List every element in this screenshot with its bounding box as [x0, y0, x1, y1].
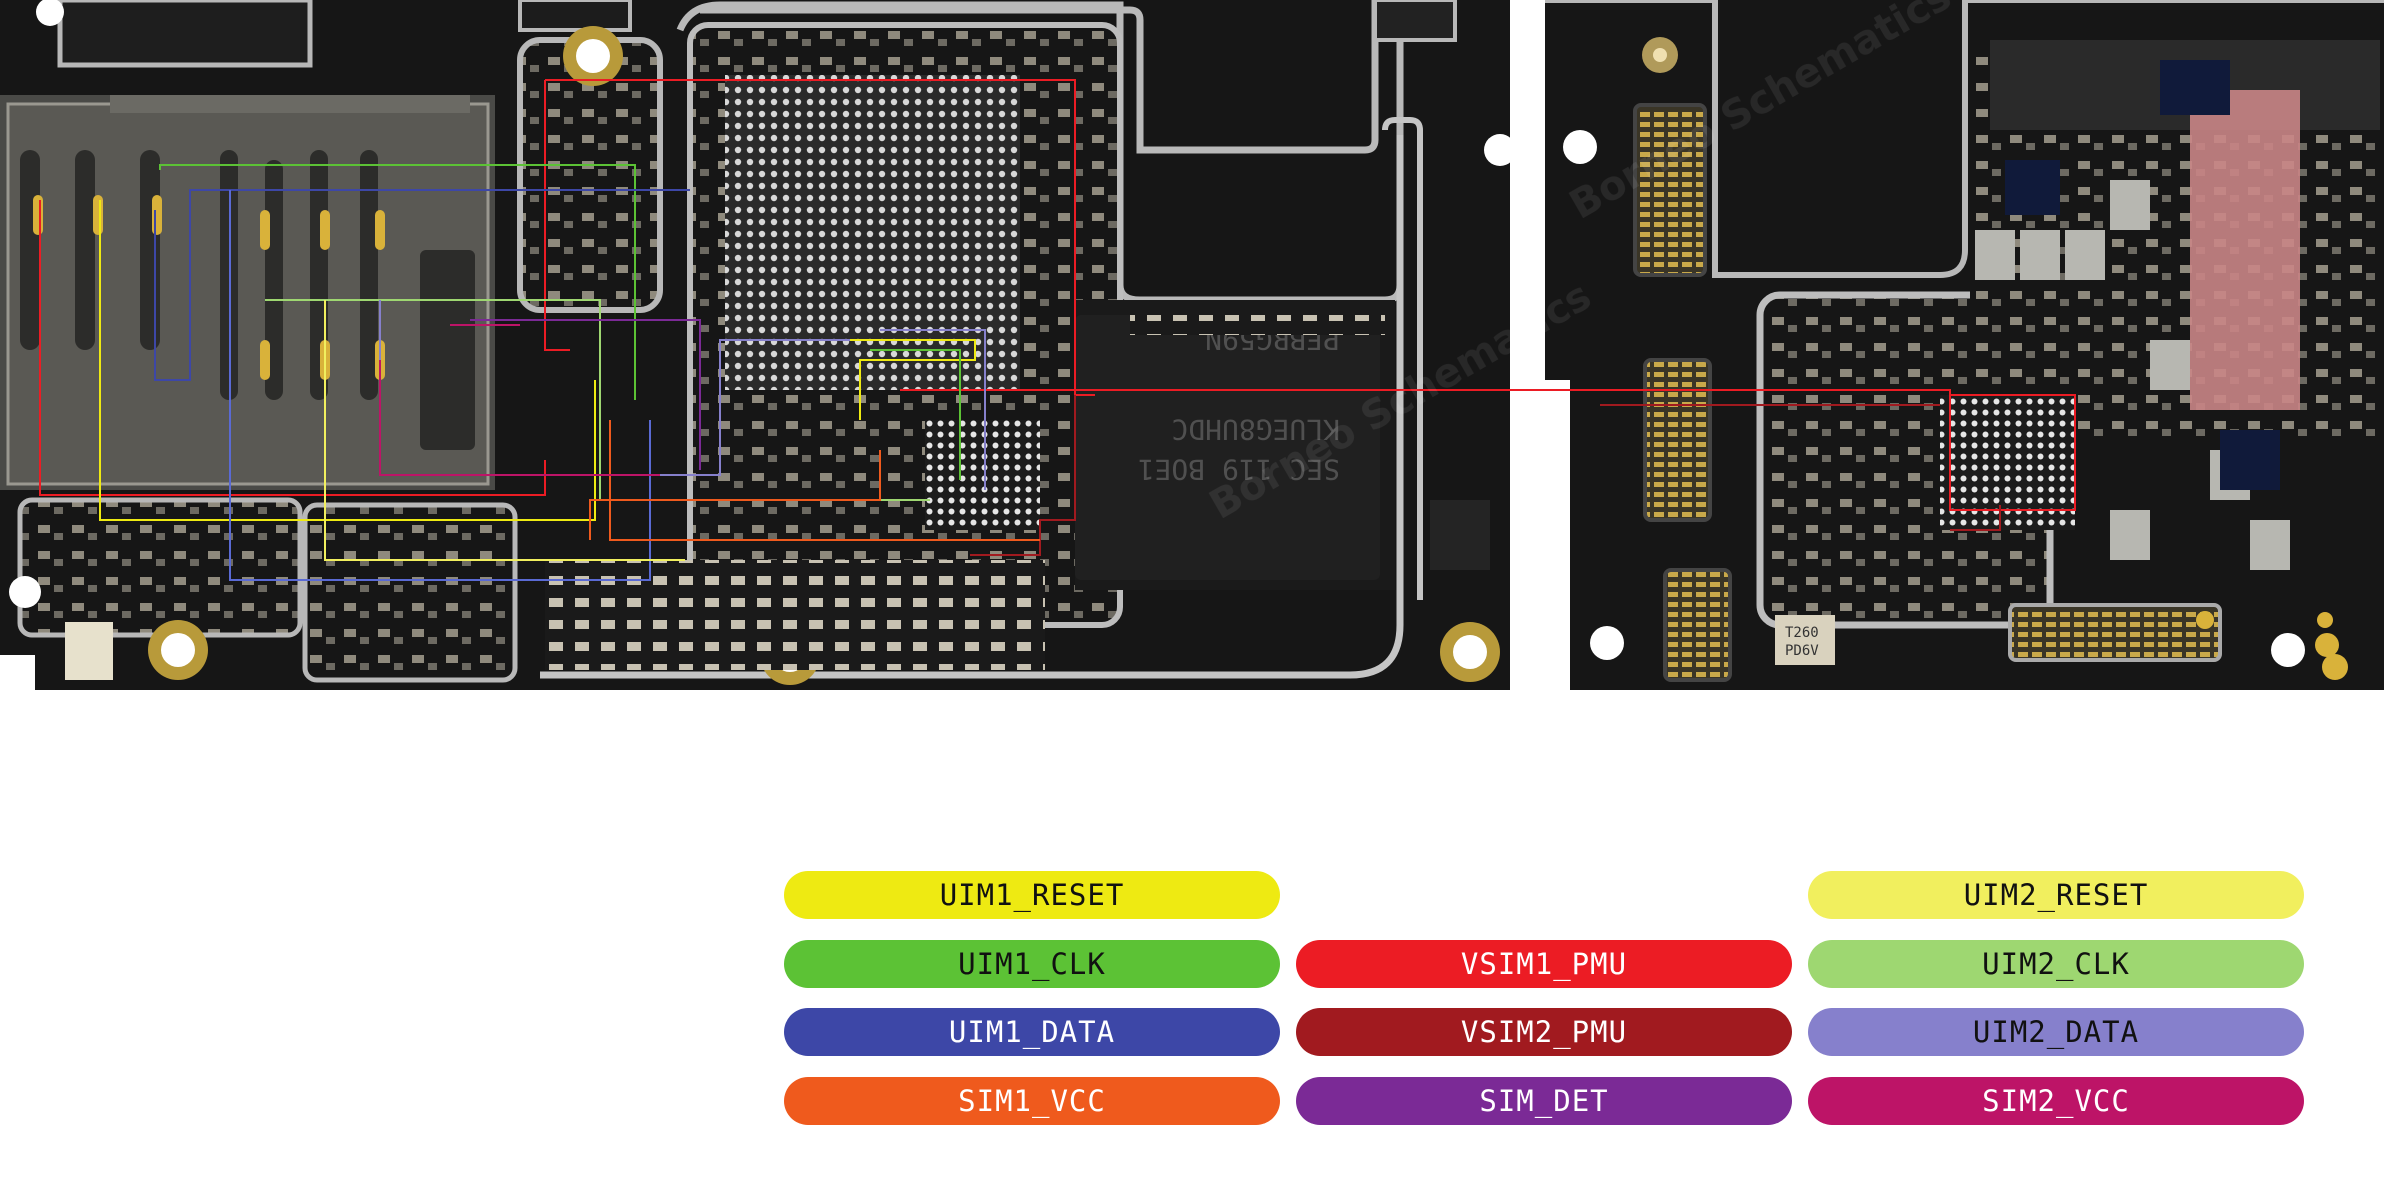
legend-vsim1-pmu: VSIM1_PMU — [1296, 940, 1792, 988]
legend-label: UIM1_DATA — [948, 1015, 1116, 1049]
crystal-marking: T260 PD6V — [1785, 625, 1819, 659]
legend-uim2-clk: UIM2_CLK — [1808, 940, 2304, 988]
legend-sim-det: SIM_DET — [1296, 1077, 1792, 1125]
legend-label: UIM2_DATA — [1972, 1015, 2140, 1049]
legend-label: UIM1_CLK — [958, 947, 1106, 981]
legend-label: UIM2_RESET — [1963, 878, 2149, 912]
right-pcb: T260 PD6V — [1545, 0, 2384, 690]
legend-label: UIM2_CLK — [1982, 947, 2130, 981]
svg-text:PD6V: PD6V — [1785, 643, 1819, 659]
legend-label: SIM_DET — [1479, 1084, 1609, 1118]
legend-vsim2-pmu: VSIM2_PMU — [1296, 1008, 1792, 1056]
legend-uim2-data: UIM2_DATA — [1808, 1008, 2304, 1056]
signal-traces — [39, 79, 2076, 581]
pcb-board-photo: SEC 119 BOE1 KLUEG8UHDC PFBRG59N — [0, 0, 2384, 690]
legend-label: VSIM1_PMU — [1460, 947, 1628, 981]
legend-label: SIM2_VCC — [1982, 1084, 2130, 1118]
legend-label: UIM1_RESET — [939, 878, 1125, 912]
legend-uim1-clk: UIM1_CLK — [784, 940, 1280, 988]
legend-sim1-vcc: SIM1_VCC — [784, 1077, 1280, 1125]
legend-sim2-vcc: SIM2_VCC — [1808, 1077, 2304, 1125]
svg-text:KLUEG8UHDC: KLUEG8UHDC — [1171, 413, 1340, 446]
legend-label: VSIM2_PMU — [1460, 1015, 1628, 1049]
svg-text:T260: T260 — [1785, 625, 1819, 641]
legend-uim1-reset: UIM1_RESET — [784, 871, 1280, 919]
svg-text:SEC 119 BOE1: SEC 119 BOE1 — [1138, 453, 1340, 486]
left-pcb: SEC 119 BOE1 KLUEG8UHDC PFBRG59N — [0, 0, 1516, 690]
legend-uim1-data: UIM1_DATA — [784, 1008, 1280, 1056]
legend-label: SIM1_VCC — [958, 1084, 1106, 1118]
legend-uim2-reset: UIM2_RESET — [1808, 871, 2304, 919]
